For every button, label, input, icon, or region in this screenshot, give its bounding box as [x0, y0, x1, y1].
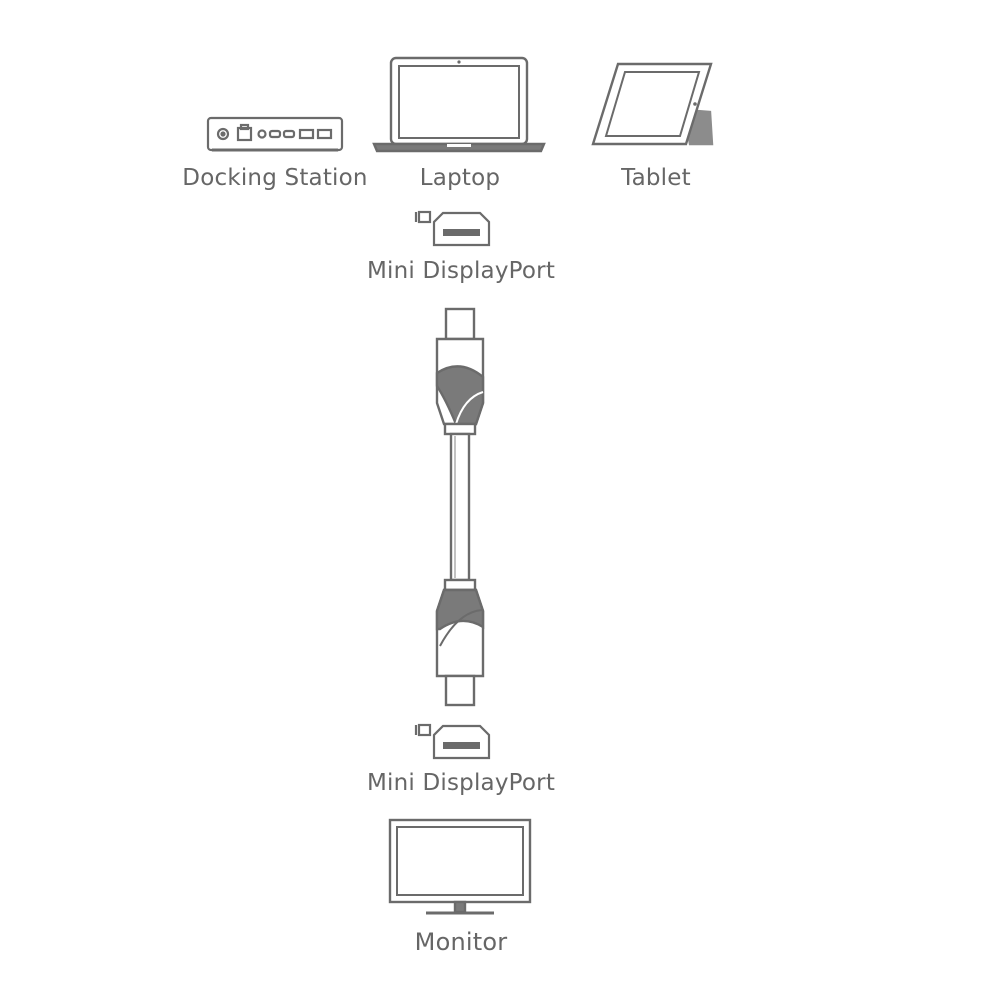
mini-displayport-cable	[435, 307, 485, 707]
mini-displayport-port-icon-bottom	[414, 723, 491, 760]
monitor-icon	[388, 818, 532, 915]
mini-displayport-port-icon-top	[414, 210, 491, 247]
tablet-icon	[591, 62, 714, 146]
laptop-icon	[372, 56, 546, 153]
monitor-label: Monitor	[414, 928, 508, 956]
mini-displayport-label-bottom: Mini DisplayPort	[366, 770, 556, 796]
mini-displayport-label-top: Mini DisplayPort	[366, 258, 556, 284]
tablet-label: Tablet	[621, 165, 691, 191]
docking-station-icon	[206, 116, 344, 152]
laptop-label: Laptop	[419, 165, 501, 191]
docking-station-label: Docking Station	[182, 165, 368, 191]
